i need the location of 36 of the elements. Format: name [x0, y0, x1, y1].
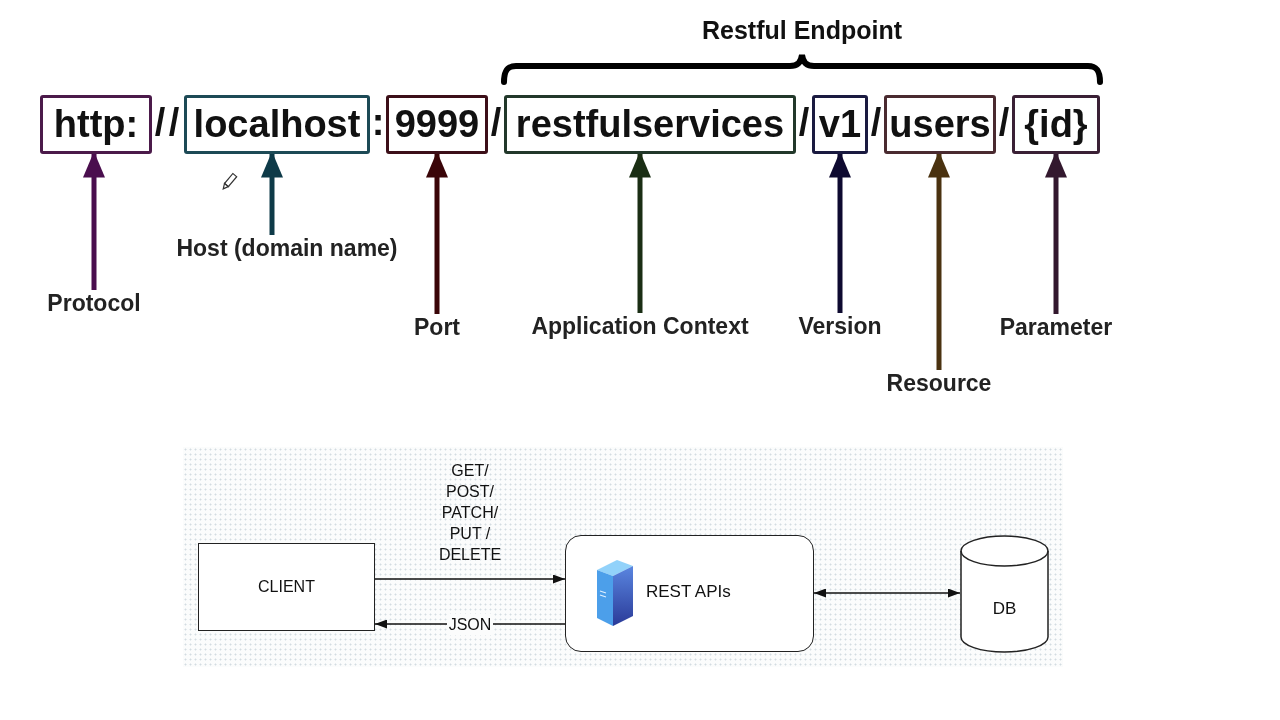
- annotation-label: Port: [414, 314, 460, 342]
- url-separator: :: [371, 103, 385, 141]
- arrow: [629, 151, 651, 313]
- annotation-label: Version: [798, 313, 882, 341]
- url-segment-box: 9999: [386, 95, 488, 154]
- double-headed-arrow: [813, 588, 961, 598]
- url-separator: /: [154, 103, 166, 141]
- arrow: [374, 574, 566, 584]
- arrow: [829, 151, 851, 313]
- url-segment-box: {id}: [1012, 95, 1100, 154]
- bracket-label: Restful Endpoint: [702, 16, 902, 45]
- arrow: [1045, 151, 1067, 314]
- url-separator: /: [798, 103, 810, 141]
- url-segment-box: localhost: [184, 95, 370, 154]
- url-segment-box: v1: [812, 95, 868, 154]
- annotation-label: Application Context: [531, 313, 749, 341]
- edge-label: GET/ POST/ PATCH/ PUT / DELETE: [437, 461, 503, 565]
- annotation-label: Resource: [886, 370, 992, 398]
- url-separator: /: [490, 103, 502, 141]
- process-box: CLIENT: [198, 543, 375, 631]
- arrow: [426, 151, 448, 314]
- url-segment-box: users: [884, 95, 996, 154]
- url-separator: /: [870, 103, 882, 141]
- annotation-label: Protocol: [47, 290, 141, 318]
- url-separator: /: [168, 103, 180, 141]
- url-separator: /: [998, 103, 1010, 141]
- arrow: [83, 151, 105, 290]
- annotation-label: Host (domain name): [176, 235, 398, 263]
- arrow: [928, 151, 950, 370]
- node-label: REST APIs: [646, 582, 731, 602]
- annotation-label: Parameter: [999, 314, 1113, 342]
- database-cylinder: DB: [960, 535, 1049, 653]
- service-box: [565, 535, 814, 652]
- url-segment-box: restfulservices: [504, 95, 796, 154]
- url-segment-box: http:: [40, 95, 152, 154]
- arrow: [261, 151, 283, 235]
